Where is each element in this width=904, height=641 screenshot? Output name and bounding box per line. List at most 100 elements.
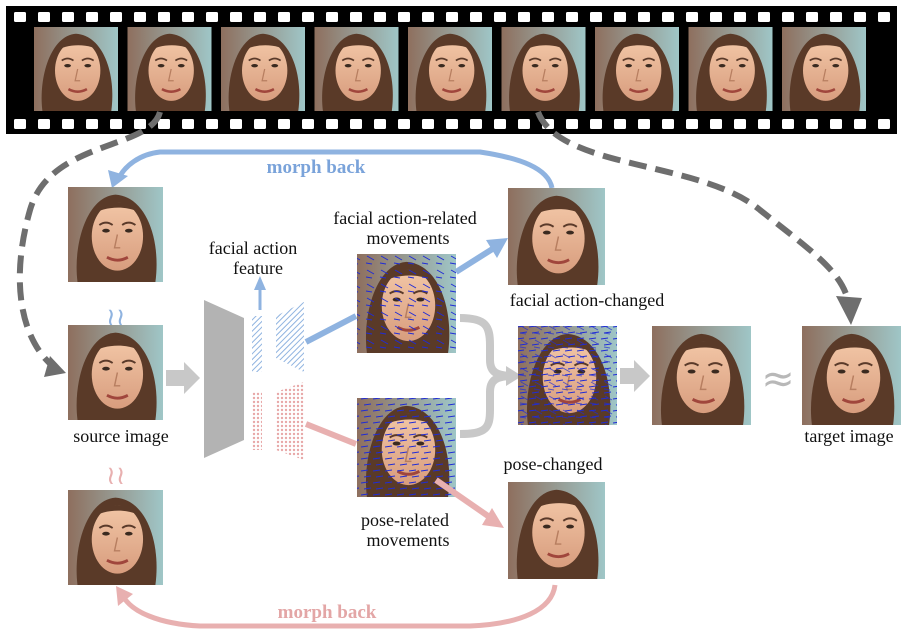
sprocket-hole — [878, 119, 890, 129]
film-frame — [687, 25, 774, 113]
film-sprocket-holes-top — [14, 12, 890, 22]
sprocket-hole — [638, 12, 650, 22]
arrow-encoder-to-pose-movements — [304, 421, 358, 447]
sprocket-hole — [14, 119, 26, 129]
pose-movements-label-1: pose-related — [361, 510, 449, 530]
sprocket-hole — [62, 12, 74, 22]
sprocket-hole — [758, 12, 770, 22]
sprocket-hole — [878, 12, 890, 22]
sprocket-hole — [566, 12, 578, 22]
sprocket-hole — [62, 119, 74, 129]
sprocket-hole — [686, 12, 698, 22]
sprocket-hole — [494, 12, 506, 22]
sprocket-hole — [806, 119, 818, 129]
sprocket-hole — [758, 119, 770, 129]
sprocket-hole — [86, 119, 98, 129]
facial-action-changed-label: facial action-changed — [510, 290, 664, 310]
sprocket-hole — [206, 12, 218, 22]
film-frames — [32, 25, 868, 113]
sprocket-hole — [806, 12, 818, 22]
morph-back-bottom-arrow-head — [116, 586, 133, 606]
arrow-encoder-to-facial-movements — [304, 313, 358, 345]
sprocket-hole — [230, 12, 242, 22]
sprocket-hole — [254, 119, 266, 129]
sprocket-hole — [278, 12, 290, 22]
sprocket-hole — [38, 119, 50, 129]
sprocket-hole — [686, 119, 698, 129]
sprocket-hole — [278, 119, 290, 129]
sprocket-hole — [350, 119, 362, 129]
sprocket-hole — [734, 119, 746, 129]
arrow-pose-movements-to-changed-head — [482, 508, 504, 528]
arrow-source-to-encoder — [166, 362, 200, 394]
sprocket-hole — [518, 12, 530, 22]
target-image-label: target image — [804, 426, 893, 446]
film-frame — [219, 25, 307, 113]
sprocket-hole — [374, 12, 386, 22]
sprocket-hole — [110, 119, 122, 129]
sprocket-hole — [854, 12, 866, 22]
morph-back-bottom-label: morph back — [278, 602, 377, 623]
arrow-facial-movements-to-changed-head — [486, 238, 508, 258]
sprocket-hole — [398, 119, 410, 129]
morph-back-top-arrow — [115, 149, 555, 189]
sprocket-hole — [206, 119, 218, 129]
dashed-arrow-to-target-head — [836, 296, 862, 325]
facial-movements-label-2: movements — [367, 228, 450, 248]
sprocket-hole — [110, 12, 122, 22]
facial-action-feature-label-2: feature — [233, 258, 283, 278]
feature-up-arrow-head — [254, 276, 266, 290]
sprocket-hole — [590, 119, 602, 129]
pose-movements-label-2: movements — [367, 530, 450, 550]
pose-changed-label: pose-changed — [504, 454, 603, 474]
sprocket-hole — [422, 119, 434, 129]
sprocket-hole — [470, 12, 482, 22]
sprocket-hole — [782, 12, 794, 22]
facial-action-feature-label-1: facial action — [209, 238, 297, 258]
sprocket-hole — [134, 119, 146, 129]
facial-action-changed-image — [506, 186, 607, 287]
encoder-block — [204, 300, 244, 458]
arrow-combined-to-output — [620, 360, 650, 392]
sprocket-hole — [590, 12, 602, 22]
merge-bracket — [459, 314, 515, 438]
sprocket-hole — [470, 119, 482, 129]
sprocket-hole — [158, 119, 170, 129]
sprocket-hole — [710, 12, 722, 22]
sprocket-hole — [254, 12, 266, 22]
sprocket-hole — [134, 12, 146, 22]
morph-back-top-arrow-head — [108, 170, 128, 188]
arrow-pose-movements-to-changed — [434, 477, 490, 519]
sprocket-hole — [38, 12, 50, 22]
sprocket-hole — [734, 12, 746, 22]
sprocket-hole — [302, 119, 314, 129]
sprocket-hole — [638, 119, 650, 129]
action-feature-bar-small — [252, 316, 262, 372]
film-frame — [126, 25, 213, 113]
sprocket-hole — [374, 119, 386, 129]
source-image — [66, 323, 165, 422]
dashed-arrow-to-source-head — [44, 356, 66, 377]
facial-movements-map — [355, 252, 458, 355]
film-frame — [593, 25, 681, 113]
sprocket-hole — [662, 12, 674, 22]
sprocket-hole — [182, 12, 194, 22]
face-image-top-left — [66, 185, 165, 284]
sprocket-hole — [662, 119, 674, 129]
dashed-arrow-to-target — [535, 110, 851, 301]
film-frame — [780, 25, 868, 113]
sprocket-hole — [446, 119, 458, 129]
sprocket-hole — [830, 119, 842, 129]
sprocket-hole — [86, 12, 98, 22]
sprocket-hole — [494, 119, 506, 129]
sprocket-hole — [518, 119, 530, 129]
sprocket-hole — [446, 12, 458, 22]
film-frame — [32, 25, 120, 113]
sprocket-hole — [230, 119, 242, 129]
sprocket-hole — [710, 119, 722, 129]
film-frame — [406, 25, 494, 113]
sprocket-hole — [158, 12, 170, 22]
sprocket-hole — [542, 12, 554, 22]
sprocket-hole — [854, 119, 866, 129]
source-image-label: source image — [73, 426, 168, 446]
